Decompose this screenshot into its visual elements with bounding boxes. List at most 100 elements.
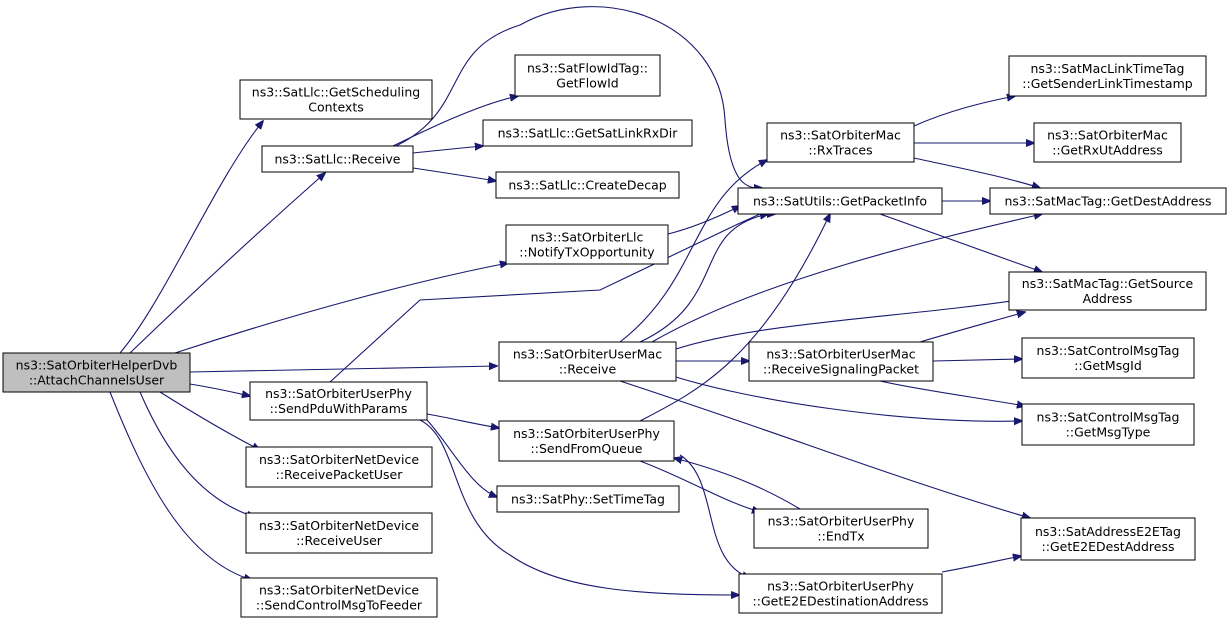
node-box <box>1008 55 1207 97</box>
node-getE2EDest[interactable]: ns3::SatOrbiterUserPhy::GetE2EDestinatio… <box>738 573 943 614</box>
node-box <box>1021 403 1195 446</box>
edge-llcRecv-to-linkRxDir <box>412 146 483 154</box>
edge-root-to-recvUser <box>139 391 255 517</box>
node-label: ns3::SatLlc::GetScheduling <box>252 85 420 100</box>
node-sendFromQueue[interactable]: ns3::SatOrbiterUserPhy::SendFromQueue <box>498 420 675 462</box>
nodes-layer: ns3::SatOrbiterHelperDvb::AttachChannels… <box>2 54 1227 618</box>
node-label: ns3::SatOrbiterUserPhy <box>767 579 914 594</box>
node-label: ::GetSenderLinkTimestamp <box>1022 76 1192 91</box>
node-createDecap[interactable]: ns3::SatLlc::CreateDecap <box>495 171 680 199</box>
node-box <box>2 352 191 393</box>
node-label: ns3::SatOrbiterUserMac <box>513 347 662 362</box>
node-box <box>738 573 943 614</box>
edge-endTx-to-sendFromQueue <box>674 458 801 510</box>
node-label: ::ReceiveUser <box>296 533 383 548</box>
node-label: ns3::SatOrbiterMac <box>780 128 901 143</box>
node-box <box>498 341 677 382</box>
node-linkTimeTag[interactable]: ns3::SatMacLinkTimeTag::GetSenderLinkTim… <box>1008 55 1207 97</box>
node-label: ns3::SatLlc::Receive <box>275 152 401 167</box>
node-recvUser[interactable]: ns3::SatOrbiterNetDevice::ReceiveUser <box>245 512 433 554</box>
node-recvPacketUser[interactable]: ns3::SatOrbiterNetDevice::ReceivePacketU… <box>245 446 433 488</box>
edge-userMacRecv-to-destAddr <box>651 214 1042 343</box>
node-rxTraces[interactable]: ns3::SatOrbiterMac::RxTraces <box>766 122 915 163</box>
node-linkRxDir[interactable]: ns3::SatLlc::GetSatLinkRxDir <box>482 119 693 147</box>
node-label: ns3::SatLlc::CreateDecap <box>508 178 666 193</box>
node-label: Contexts <box>308 100 363 115</box>
node-box <box>1033 122 1182 163</box>
node-label: ns3::SatOrbiterNetDevice <box>259 452 419 467</box>
edge-llcRecv-to-getPacketInfo <box>395 6 762 188</box>
node-label: ns3::SatControlMsgTag <box>1037 343 1180 358</box>
node-box <box>766 122 915 163</box>
edge-userMacRecv-to-msgType <box>675 376 1022 421</box>
edge-llcRecv-to-flowTag <box>392 96 518 147</box>
node-setTimeTag[interactable]: ns3::SatPhy::SetTimeTag <box>496 485 680 513</box>
node-box <box>505 224 669 265</box>
edge-recvSignal-to-srcAddr <box>919 312 1025 343</box>
node-label: ns3::SatMacTag::GetSource <box>1022 276 1194 291</box>
node-label: ns3::SatLlc::GetSatLinkRxDir <box>498 126 679 141</box>
node-label: ::EndTx <box>817 529 864 544</box>
node-label: ns3::SatOrbiterLlc <box>531 230 644 245</box>
node-flowTag[interactable]: ns3::SatFlowIdTag::GetFlowId <box>514 54 661 97</box>
node-root[interactable]: ns3::SatOrbiterHelperDvb::AttachChannels… <box>2 352 191 393</box>
edge-root-to-recvPacketUser <box>159 391 260 450</box>
node-box <box>1021 337 1195 379</box>
edge-getE2EDest-to-e2eTag <box>941 556 1021 573</box>
node-box <box>1020 517 1196 561</box>
edge-root-to-notifyTx <box>174 263 508 354</box>
node-destAddr[interactable]: ns3::SatMacTag::GetDestAddress <box>989 187 1227 215</box>
edge-root-to-sendPdu <box>189 383 250 396</box>
node-box <box>514 54 661 97</box>
node-label: ns3::SatAddressE2ETag <box>1035 524 1181 539</box>
node-getPacketInfo[interactable]: ns3::SatUtils::GetPacketInfo <box>737 187 943 215</box>
node-notifyTx[interactable]: ns3::SatOrbiterLlc::NotifyTxOpportunity <box>505 224 669 265</box>
node-sendCtrl[interactable]: ns3::SatOrbiterNetDevice::SendControlMsg… <box>240 577 438 618</box>
edge-sendPdu-to-setTimeTag <box>426 419 497 497</box>
edge-userMacRecv-to-rxTraces <box>619 160 767 343</box>
node-e2eTag[interactable]: ns3::SatAddressE2ETag::GetE2EDestAddress <box>1020 517 1196 561</box>
node-box <box>748 341 934 382</box>
node-llcRecv[interactable]: ns3::SatLlc::Receive <box>261 145 414 173</box>
node-getRxUt[interactable]: ns3::SatOrbiterMac::GetRxUtAddress <box>1033 122 1182 163</box>
node-box <box>496 485 680 513</box>
edge-userMacRecv-to-e2eTag <box>619 380 1030 518</box>
node-box <box>239 79 433 120</box>
node-label: ::GetE2EDestinationAddress <box>753 594 929 609</box>
node-label: ::SendFromQueue <box>531 441 643 456</box>
node-label: ns3::SatOrbiterUserPhy <box>513 426 660 441</box>
edge-root-to-llcRecv <box>129 173 325 354</box>
node-label: ns3::SatOrbiterNetDevice <box>259 518 419 533</box>
edge-sendPdu-to-getE2EDest <box>419 419 739 595</box>
node-label: ::ReceivePacketUser <box>276 467 404 482</box>
edge-userMacRecv-to-getPacketInfo <box>639 214 768 343</box>
edge-llcRecv-to-createDecap <box>412 167 496 181</box>
node-label: GetFlowId <box>556 76 618 91</box>
node-recvSignal[interactable]: ns3::SatOrbiterUserMac::ReceiveSignaling… <box>748 341 934 382</box>
node-label: ::AttachChannelsUser <box>29 373 165 388</box>
node-box <box>753 508 929 549</box>
node-userMacRecv[interactable]: ns3::SatOrbiterUserMac::Receive <box>498 341 677 382</box>
edge-sendFromQueue-to-getE2EDest <box>679 454 750 578</box>
node-msgType[interactable]: ns3::SatControlMsgTag::GetMsgType <box>1021 403 1195 446</box>
node-label: ns3::SatControlMsgTag <box>1037 410 1180 425</box>
edge-userMacRecv-to-srcAddr <box>675 299 1025 350</box>
node-label: ::SendControlMsgToFeeder <box>256 598 423 613</box>
node-label: ::GetMsgType <box>1066 425 1151 440</box>
node-box <box>245 446 433 488</box>
node-box <box>261 145 414 173</box>
node-sendPdu[interactable]: ns3::SatOrbiterUserPhy::SendPduWithParam… <box>249 381 428 421</box>
edge-sendPdu-to-sendFromQueue <box>426 413 499 428</box>
node-label: ::NotifyTxOpportunity <box>519 245 655 260</box>
node-label: ::GetRxUtAddress <box>1052 143 1163 158</box>
node-label: ::GetE2EDestAddress <box>1042 539 1175 554</box>
node-label: ns3::SatMacTag::GetDestAddress <box>1005 194 1212 209</box>
node-box <box>245 512 433 554</box>
node-label: ::ReceiveSignalingPacket <box>763 362 919 377</box>
node-label: ::GetMsgId <box>1074 358 1142 373</box>
node-msgId[interactable]: ns3::SatControlMsgTag::GetMsgId <box>1021 337 1195 379</box>
node-endTx[interactable]: ns3::SatOrbiterUserPhy::EndTx <box>753 508 929 549</box>
